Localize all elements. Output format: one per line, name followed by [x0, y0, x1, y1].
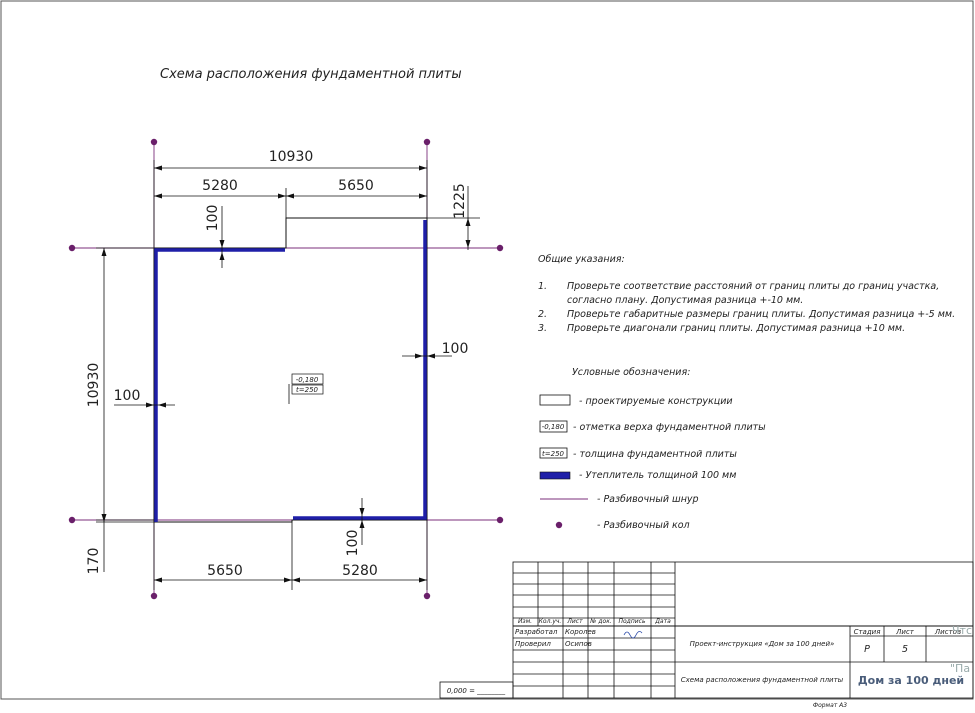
legend-symbol-peg: [555, 521, 563, 529]
tb-header-doc: № док.: [589, 618, 612, 625]
dim-top-total: 10930: [269, 149, 314, 165]
dim-right-offset: 1225: [452, 183, 468, 219]
dim-bottom-insulation: 100: [345, 530, 361, 557]
tb-header-izm: Изм.: [518, 618, 532, 625]
legend-symbol-elevation-text: -0,180: [542, 423, 565, 431]
note-1-line-1: Проверьте соответствие расстояний от гра…: [567, 281, 939, 292]
legend-symbol-elevation: [539, 420, 568, 433]
tb-sheet-number: 5: [902, 644, 908, 655]
insulation: [154, 220, 427, 522]
title-block: [439, 561, 974, 699]
notes-heading: Общие указания:: [538, 254, 625, 265]
note-3-line-1: Проверьте диагонали границ плиты. Допуст…: [567, 323, 905, 334]
legend-label-string: - Разбивочный шнур: [597, 494, 699, 505]
note-3-num: 3.: [538, 323, 547, 334]
dim-bottom-offset: 170: [86, 548, 102, 575]
plate-outline: [153, 217, 428, 523]
dim-right-insulation: 100: [442, 341, 469, 357]
tb-zero-mark: 0,000 = ________: [447, 687, 506, 695]
dim-top-left: 5280: [202, 178, 238, 194]
dimension-arrows: [101, 165, 471, 583]
note-2-num: 2.: [538, 309, 547, 320]
tb-role-checker: Проверил: [515, 640, 551, 648]
peg: [68, 516, 76, 524]
legend-label-structure: - проектируемые конструкции: [579, 396, 733, 407]
tb-stage: Р: [864, 644, 870, 655]
legend-label-thickness: - толщина фундаментной плиты: [573, 449, 737, 460]
tb-role-developer: Разработал: [515, 628, 558, 636]
peg: [496, 244, 504, 252]
tb-project: Проект-инструкция «Дом за 100 дней»: [690, 640, 835, 648]
tb-header-kol: Кол.уч.: [539, 618, 562, 625]
tb-name-developer: Королев: [565, 628, 596, 636]
peg: [496, 516, 504, 524]
tb-stage-label: Стадия: [854, 628, 881, 636]
general-notes: Общие указания: 1. Проверьте соответстви…: [538, 254, 955, 334]
insulation-right-bottom: [293, 220, 427, 520]
note-1-line-2: согласно плану. Допустимая разница +-10 …: [567, 295, 803, 306]
plate-elevation: -0,180: [296, 376, 319, 384]
note-2-line-1: Проверьте габаритные размеры границ плит…: [567, 309, 955, 320]
plate-thickness: t=250: [296, 386, 319, 394]
dim-top-right: 5650: [338, 178, 374, 194]
tb-format: Формат А3: [813, 702, 847, 709]
title-block-text: Изм. Кол.уч. Лист № док. Подпись Дата Ра…: [447, 618, 964, 709]
plate-label: -0,180 t=250: [291, 373, 324, 395]
tb-name-checker: Осипов: [565, 640, 592, 648]
tb-header-sign: Подпись: [619, 618, 646, 625]
legend-symbol-thickness: [539, 447, 568, 459]
legend-label-peg: - Разбивочный кол: [597, 520, 690, 531]
dim-top-insulation: 100: [205, 205, 221, 232]
peg: [150, 138, 158, 146]
overlay-fragment-2: "Па: [950, 662, 970, 675]
legend-symbol-structure: [539, 394, 571, 406]
note-1-num: 1.: [538, 281, 547, 292]
tb-sheet-title: Схема расположения фундаментной плиты: [681, 676, 844, 684]
peg: [423, 138, 431, 146]
tb-sheets-label: Листов: [934, 628, 961, 636]
tb-sheet-label: Лист: [895, 628, 915, 636]
tb-header-date: Дата: [654, 618, 671, 625]
drawing-title: Схема расположения фундаментной плиты: [160, 67, 462, 82]
plate-boundary: [154, 217, 428, 523]
tb-header-list: Лист: [566, 618, 583, 625]
legend-heading: Условные обозначения:: [572, 367, 690, 378]
legend-label-insulation: - Утеплитель толщиной 100 мм: [579, 470, 736, 481]
overlay-fragment-1: Чтс: [952, 624, 972, 637]
legend-symbol-thickness-text: t=250: [542, 450, 565, 458]
marking-pegs: [68, 138, 504, 600]
signature-scribble: [623, 631, 643, 639]
peg: [68, 244, 76, 252]
peg: [150, 592, 158, 600]
legend-symbol-insulation: [539, 471, 571, 480]
tb-company: Дом за 100 дней: [858, 674, 964, 687]
legend: Условные обозначения: - проектируемые ко…: [539, 367, 766, 531]
dim-bottom-left: 5650: [207, 563, 243, 579]
legend-label-elevation: - отметка верха фундаментной плиты: [573, 422, 766, 433]
peg: [423, 592, 431, 600]
dim-bottom-right: 5280: [342, 563, 378, 579]
dim-left-insulation: 100: [114, 388, 141, 404]
dim-left-total: 10930: [86, 363, 102, 408]
insulation-left-top: [154, 248, 285, 522]
